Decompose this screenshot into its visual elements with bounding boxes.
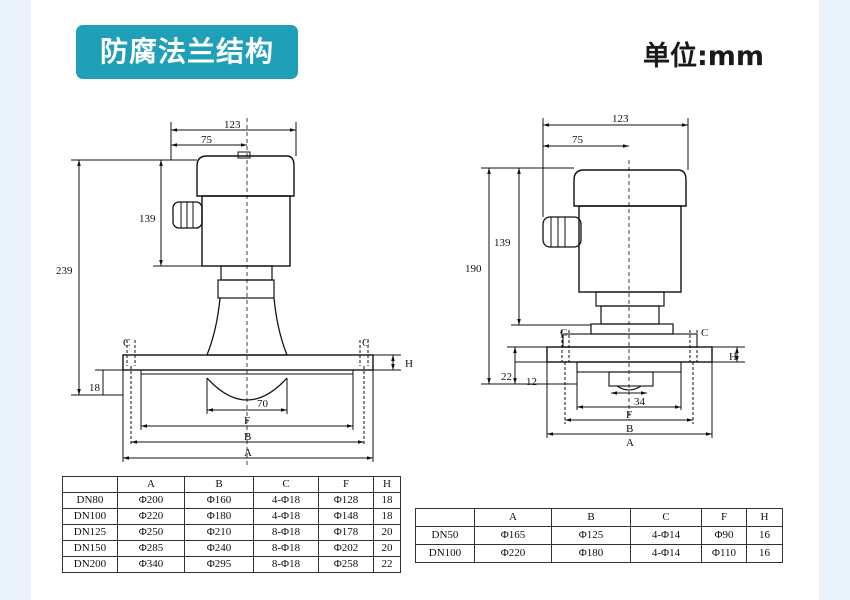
table-cell: Φ160 <box>184 492 254 509</box>
table-row: DN80 Φ200 Φ160 4-Φ18 Φ128 18 <box>62 492 401 509</box>
table-cell: 16 <box>746 544 783 563</box>
table-row: DN100 Φ220 Φ180 4-Φ18 Φ148 18 <box>62 508 401 525</box>
right-dimension-labels: 123 75 139 190 22 12 34 C C H F B A <box>465 113 737 449</box>
table-cell: Φ340 <box>117 556 185 573</box>
table-cell: Φ125 <box>551 526 631 545</box>
right-flange-diagram <box>481 118 745 438</box>
table-header-cell <box>62 476 118 493</box>
table-cell: DN150 <box>62 540 118 557</box>
table-row: DN125 Φ250 Φ210 8-Φ18 Φ178 20 <box>62 524 401 541</box>
table-cell: Φ285 <box>117 540 185 557</box>
table-cell: Φ90 <box>701 526 747 545</box>
table-cell: Φ202 <box>318 540 374 557</box>
left-label-a: A <box>244 447 252 459</box>
table-cell: Φ220 <box>474 544 552 563</box>
table-cell: Φ110 <box>701 544 747 563</box>
left-dim-239: 239 <box>56 265 73 277</box>
table-header-cell <box>415 508 475 527</box>
table-cell: DN125 <box>62 524 118 541</box>
table-cell: Φ148 <box>318 508 374 525</box>
right-dim-22: 22 <box>501 371 512 383</box>
table-row: DN200 Φ340 Φ295 8-Φ18 Φ258 22 <box>62 556 401 573</box>
table-cell: 8-Φ18 <box>253 540 319 557</box>
left-dim-139: 139 <box>139 213 156 225</box>
table-header-row: A B C F H <box>415 508 783 527</box>
table-cell: 4-Φ14 <box>630 526 702 545</box>
left-dim-70: 70 <box>257 398 269 410</box>
unit-label: 单位:mm <box>643 41 765 72</box>
table-cell: Φ220 <box>117 508 185 525</box>
table-header-cell: F <box>318 476 374 493</box>
left-dimension-labels: 123 75 139 239 18 70 C C H F B A <box>56 119 413 459</box>
table-header-cell: C <box>253 476 319 493</box>
table-cell: DN80 <box>62 492 118 509</box>
section-title: 防腐法兰结构 <box>76 25 298 79</box>
table-header-row: A B C F H <box>62 476 401 493</box>
table-cell: Φ200 <box>117 492 185 509</box>
right-label-a: A <box>626 437 634 449</box>
right-label-c-left: C <box>560 327 567 339</box>
table-cell: Φ250 <box>117 524 185 541</box>
table-cell: 4-Φ14 <box>630 544 702 563</box>
right-dim-34: 34 <box>634 396 646 408</box>
left-flange-diagram <box>71 118 401 468</box>
left-dim-18: 18 <box>89 382 101 394</box>
table-header-cell: H <box>746 508 783 527</box>
table-cell: 4-Φ18 <box>253 508 319 525</box>
table-cell: DN100 <box>415 544 475 563</box>
page-panel: 防腐法兰结构 单位:mm <box>31 0 819 600</box>
spec-table-right: A B C F H DN50 Φ165 Φ125 4-Φ14 Φ90 16 DN… <box>415 508 783 563</box>
right-label-b: B <box>626 423 633 435</box>
left-dim-75: 75 <box>201 134 213 146</box>
table-cell: 4-Φ18 <box>253 492 319 509</box>
right-label-c-right: C <box>701 327 708 339</box>
table-cell: Φ128 <box>318 492 374 509</box>
right-dim-123: 123 <box>612 113 629 125</box>
table-header-cell: C <box>630 508 702 527</box>
table-cell: Φ165 <box>474 526 552 545</box>
table-cell: 18 <box>373 508 401 525</box>
left-label-h: H <box>405 358 413 370</box>
table-cell: DN50 <box>415 526 475 545</box>
left-label-c-right: C <box>362 337 369 349</box>
table-cell: 20 <box>373 540 401 557</box>
table-cell: Φ180 <box>551 544 631 563</box>
technical-drawing: 123 75 139 239 18 70 C C H F B A <box>56 113 745 468</box>
table-cell: Φ295 <box>184 556 254 573</box>
table-cell: DN200 <box>62 556 118 573</box>
table-cell: 18 <box>373 492 401 509</box>
table-cell: 22 <box>373 556 401 573</box>
right-dim-12: 12 <box>526 376 537 388</box>
table-cell: 8-Φ18 <box>253 524 319 541</box>
table-header-cell: B <box>184 476 254 493</box>
table-row: DN100 Φ220 Φ180 4-Φ14 Φ110 16 <box>415 544 783 563</box>
table-row: DN50 Φ165 Φ125 4-Φ14 Φ90 16 <box>415 526 783 545</box>
left-label-f: F <box>244 415 250 427</box>
table-header-cell: A <box>474 508 552 527</box>
table-cell: Φ240 <box>184 540 254 557</box>
table-cell: Φ178 <box>318 524 374 541</box>
table-cell: Φ210 <box>184 524 254 541</box>
table-header-cell: F <box>701 508 747 527</box>
left-dim-123: 123 <box>224 119 241 131</box>
table-header-cell: B <box>551 508 631 527</box>
table-cell: Φ180 <box>184 508 254 525</box>
left-label-b: B <box>244 431 251 443</box>
right-dim-75: 75 <box>572 134 584 146</box>
right-label-h: H <box>729 351 737 363</box>
table-cell: 8-Φ18 <box>253 556 319 573</box>
right-label-f: F <box>626 409 632 421</box>
table-cell: DN100 <box>62 508 118 525</box>
table-row: DN150 Φ285 Φ240 8-Φ18 Φ202 20 <box>62 540 401 557</box>
left-label-c-left: C <box>123 337 130 349</box>
right-dim-139: 139 <box>494 237 511 249</box>
table-cell: 16 <box>746 526 783 545</box>
right-dim-190: 190 <box>465 263 482 275</box>
table-header-cell: H <box>373 476 401 493</box>
table-header-cell: A <box>117 476 185 493</box>
table-cell: 20 <box>373 524 401 541</box>
table-cell: Φ258 <box>318 556 374 573</box>
spec-table-left: A B C F H DN80 Φ200 Φ160 4-Φ18 Φ128 18 D… <box>62 476 401 573</box>
